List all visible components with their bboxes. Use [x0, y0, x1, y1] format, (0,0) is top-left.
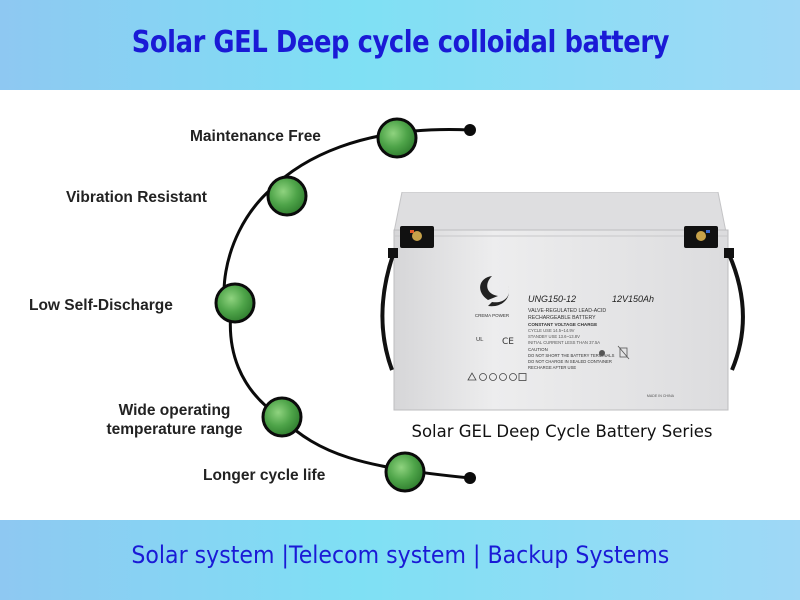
feature-node-1 [376, 117, 418, 159]
ce-mark-icon: CE [502, 337, 514, 347]
battery-warning-2: DO NOT CHARGE IN SEALED CONTAINER [528, 359, 612, 364]
feature-label-low-self-discharge: Low Self-Discharge [29, 297, 173, 314]
handle-right [726, 251, 745, 371]
footer-banner: Solar system |Telecom system | Backup Sy… [0, 520, 800, 600]
battery-brand: CREMA POWER [475, 313, 510, 318]
battery-warning-3: RECHARGE AFTER USE [528, 365, 576, 370]
battery-rating: 12V150Ah [612, 294, 654, 304]
feature-node-4 [261, 396, 303, 438]
page-title: Solar GEL Deep cycle colloidal battery [131, 24, 669, 60]
terminal-right [684, 226, 718, 248]
handle-left [380, 251, 396, 371]
battery-charge-title: CONSTANT VOLTAGE CHARGE [528, 322, 597, 327]
battery-model: UNG150-12 [528, 294, 576, 304]
battery-caption: Solar GEL Deep Cycle Battery Series [411, 422, 713, 441]
feature-node-2 [266, 175, 308, 217]
brand-logo-icon [480, 276, 510, 307]
battery-made-in: MADE IN CHINA [647, 394, 675, 398]
terminal-left [400, 226, 434, 248]
battery-product-image: CREMA POWER UNG150-12 12V150Ah VALVE-REG… [380, 191, 752, 419]
no-trash-icon [617, 345, 630, 360]
feature-arc-diagram [214, 117, 476, 493]
applications-text: Solar system |Telecom system | Backup Sy… [131, 541, 669, 569]
battery-type-line2: RECHARGEABLE BATTERY [528, 315, 596, 321]
battery-cycle-use: CYCLE USE 14.5~14.9V [528, 328, 575, 333]
battery-initial-current: INITIAL CURRENT LESS THAN 37.5A [528, 340, 600, 345]
safety-symbols-icon [467, 372, 527, 381]
recycle-icon [599, 350, 605, 356]
arc-end-dot-top [464, 124, 476, 136]
battery-warning-1: DO NOT SHORT THE BATTERY TERMINALS [528, 353, 615, 358]
feature-node-5 [384, 451, 426, 493]
battery-type-line1: VALVE-REGULATED LEAD-ACID [528, 308, 606, 314]
arc-end-dot-bottom [464, 472, 476, 484]
feature-label-maintenance-free: Maintenance Free [190, 128, 321, 145]
ul-mark-icon: ᵁᴸ [476, 337, 484, 347]
battery-standby-use: STANDBY USE 13.6~13.8V [528, 334, 580, 339]
feature-node-3 [214, 282, 256, 324]
battery-caution: CAUTION [528, 347, 548, 352]
feature-label-vibration-resistant: Vibration Resistant [66, 189, 207, 206]
feature-label-longer-cycle-life: Longer cycle life [203, 467, 326, 484]
header-banner: Solar GEL Deep cycle colloidal battery [0, 0, 800, 90]
feature-label-wide-temperature: Wide operating temperature range [106, 402, 243, 438]
